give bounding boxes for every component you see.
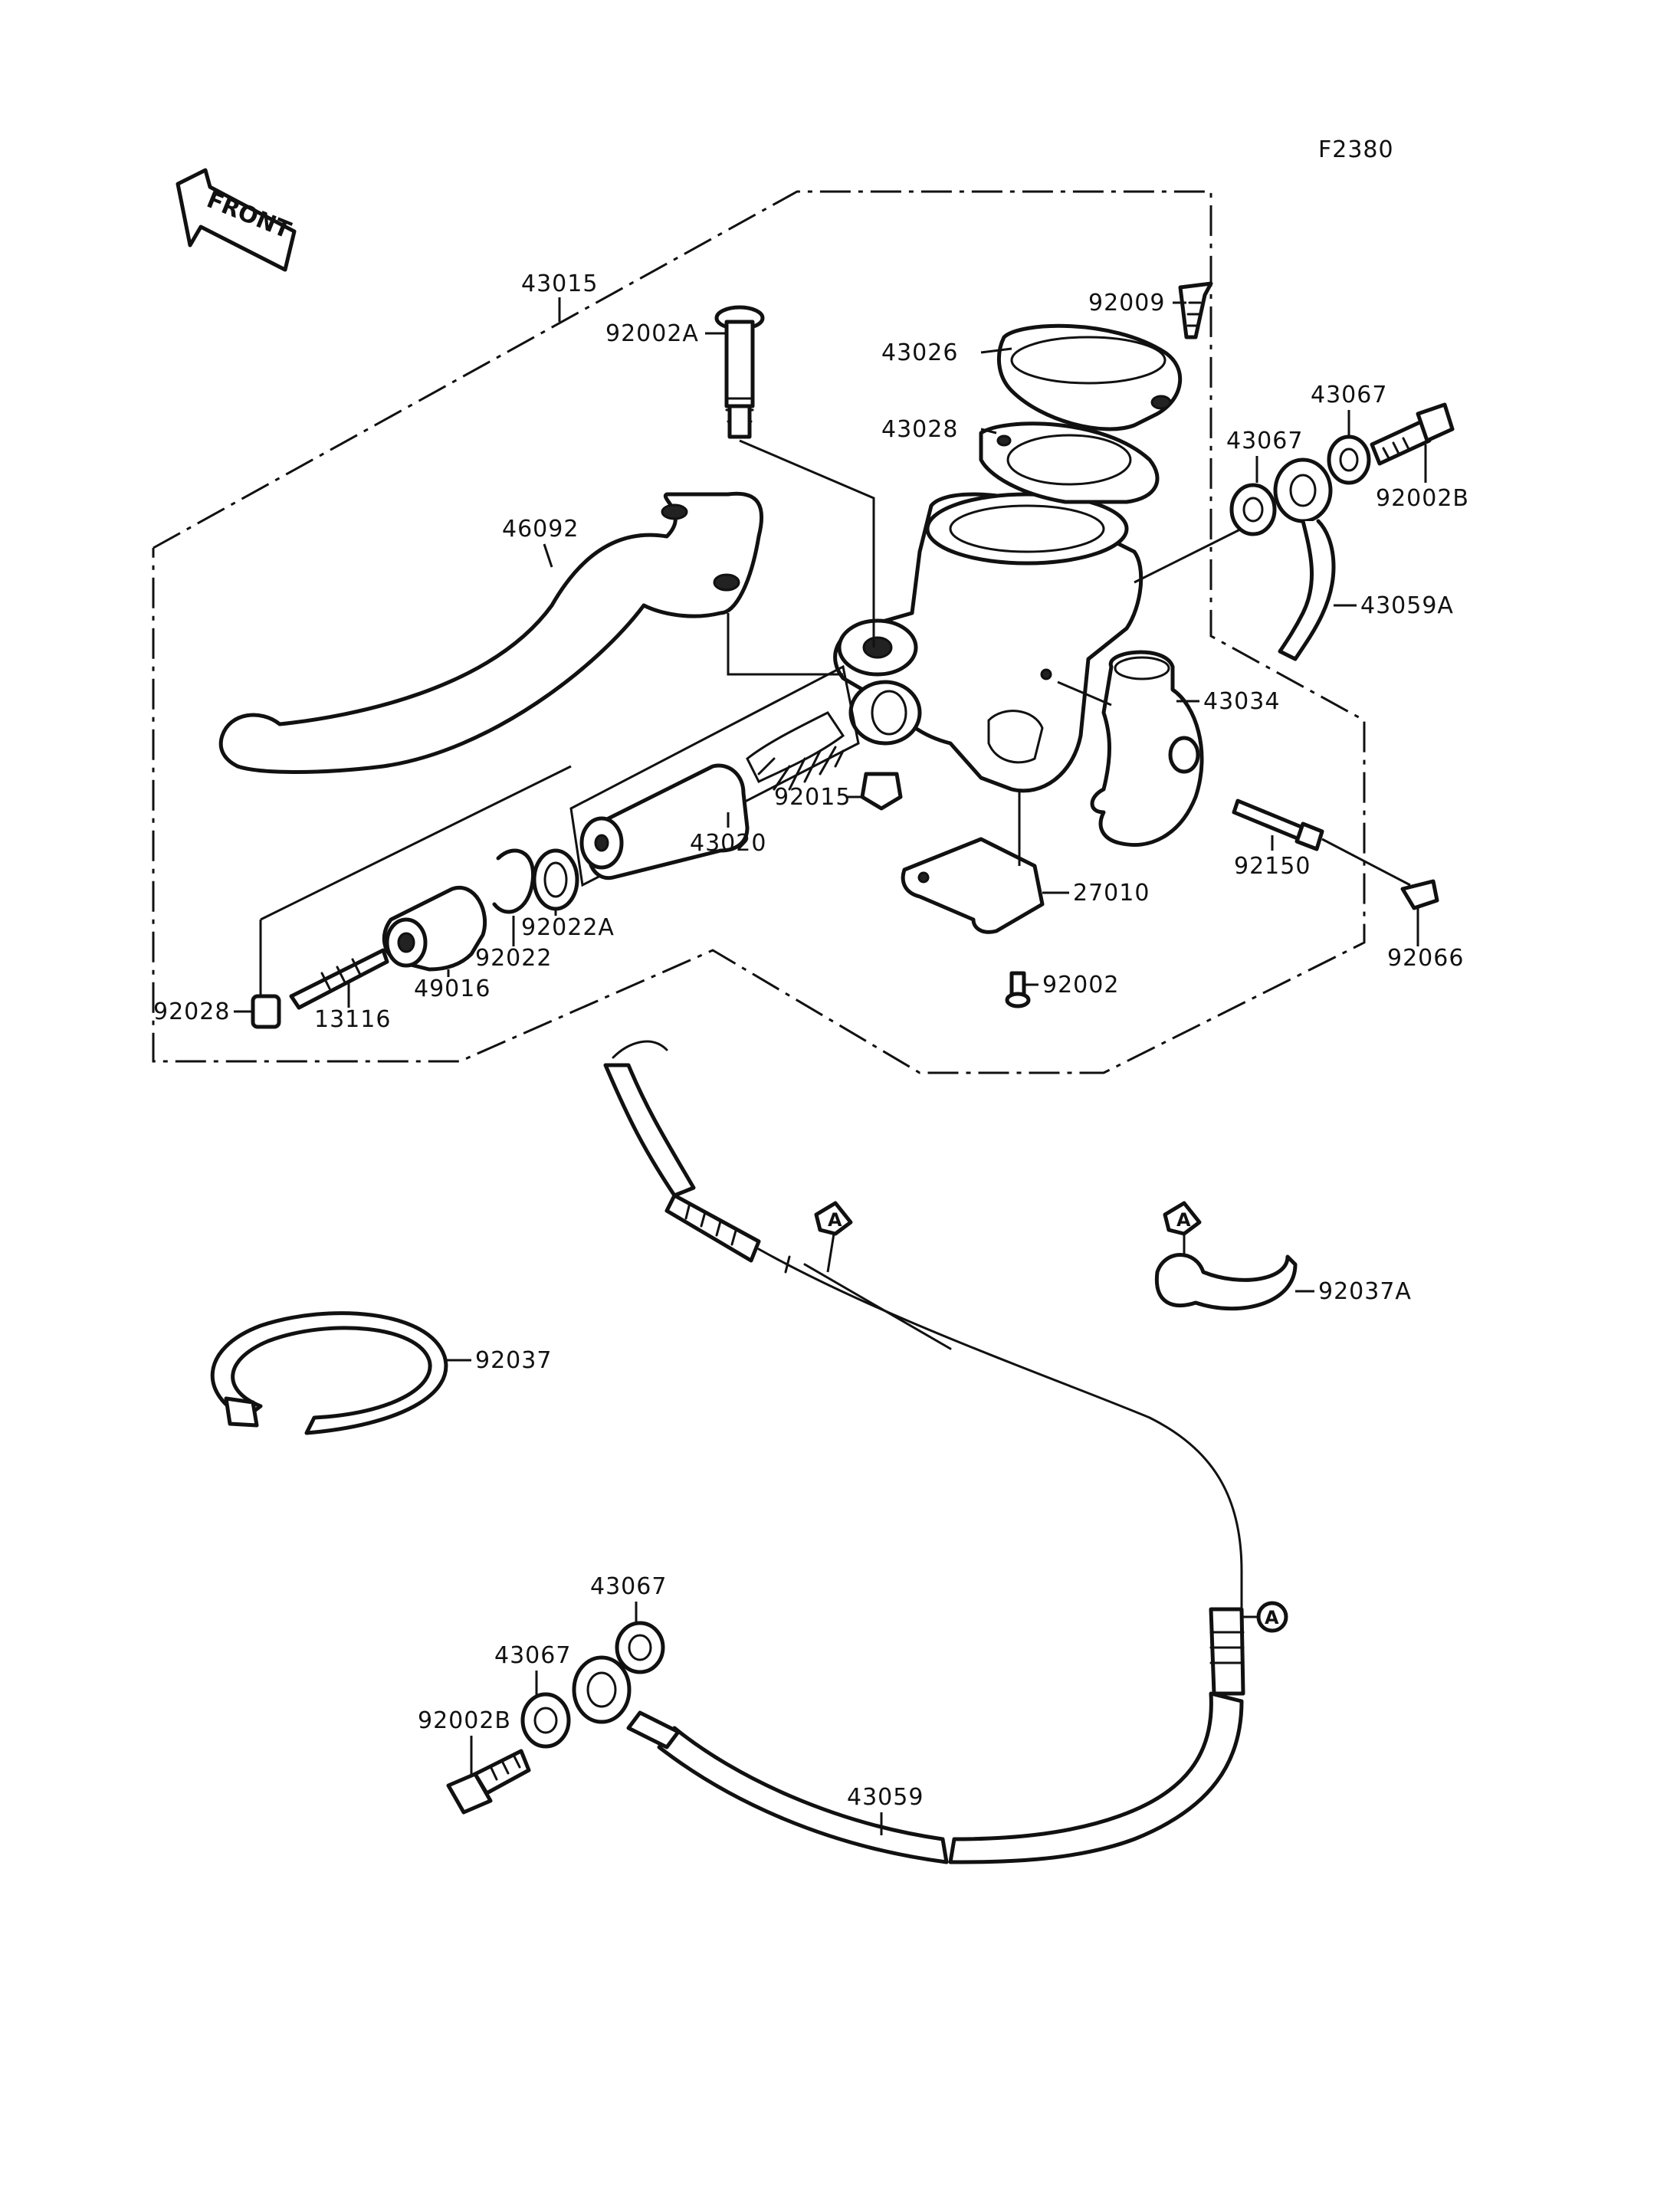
- label-43059A: 43059A: [1360, 592, 1454, 619]
- diaphragm: [979, 421, 1160, 504]
- screw-92002: [1005, 971, 1031, 1008]
- hose-43059A: [1278, 519, 1336, 661]
- label-49016: 49016: [414, 976, 491, 1002]
- washer-43067-lower-bottom: [520, 1692, 571, 1749]
- label-92037: 92037: [475, 1347, 552, 1374]
- cap-92028: [251, 994, 281, 1029]
- washer-43067-top-left: [1229, 483, 1277, 536]
- label-46092: 46092: [502, 516, 579, 543]
- svg-text:A: A: [1265, 1607, 1279, 1628]
- piston-assembly: [569, 664, 860, 887]
- master-cylinder-body: [833, 492, 1144, 793]
- reservoir-cap: [996, 323, 1183, 431]
- label-92022A: 92022A: [521, 914, 615, 941]
- label-43067-lower-top: 43067: [590, 1573, 667, 1600]
- bolt-92150: [1232, 798, 1324, 851]
- label-92009: 92009: [1088, 290, 1165, 316]
- hose-clamp-92037A: [1154, 1253, 1298, 1311]
- dust-boot: [382, 885, 487, 972]
- cap-92066: [1400, 879, 1439, 910]
- marker-a-hose: A: [1243, 1601, 1288, 1633]
- label-92002B-lower: 92002B: [418, 1707, 511, 1734]
- clutch-switch: [901, 837, 1045, 934]
- label-92150: 92150: [1234, 853, 1311, 880]
- svg-text:A: A: [1176, 1209, 1191, 1231]
- label-92002A: 92002A: [605, 320, 699, 347]
- label-43059: 43059: [847, 1784, 924, 1811]
- label-43015: 43015: [521, 271, 598, 297]
- label-43026: 43026: [881, 339, 958, 366]
- front-arrow-icon: FRONT: [176, 168, 297, 272]
- label-92066: 92066: [1387, 945, 1464, 972]
- banjo-bolt-92002B-lower: [446, 1749, 531, 1815]
- label-13116: 13116: [314, 1006, 391, 1033]
- band-92037: [210, 1311, 448, 1435]
- push-rod: [289, 948, 389, 1010]
- label-43067-top-right: 43067: [1311, 382, 1387, 408]
- banjo-bolt-92002B-top: [1370, 402, 1455, 466]
- banjo-fitting-lower: [572, 1655, 632, 1724]
- assembly-boundary: [152, 190, 1366, 1074]
- svg-text:A: A: [828, 1209, 842, 1231]
- pivot-bolt-92002A: [714, 305, 765, 439]
- label-27010: 27010: [1073, 880, 1150, 907]
- marker-a-cable: A: [814, 1201, 853, 1273]
- bleeder-92015: [860, 772, 903, 811]
- banjo-fitting-top: [1273, 457, 1333, 523]
- label-92037A: 92037A: [1318, 1278, 1412, 1305]
- label-92002: 92002: [1042, 972, 1119, 998]
- hose-43059: [603, 1040, 1245, 1864]
- label-92028: 92028: [153, 998, 230, 1025]
- label-43034: 43034: [1203, 688, 1280, 715]
- label-92015: 92015: [774, 784, 851, 811]
- label-43028: 43028: [881, 416, 958, 443]
- label-92002B-top: 92002B: [1376, 485, 1469, 512]
- screw-92009: [1178, 281, 1213, 339]
- washer-43067-top-right: [1327, 434, 1371, 485]
- label-43020: 43020: [690, 830, 766, 857]
- washer-43067-lower-top: [615, 1621, 665, 1674]
- label-92022: 92022: [475, 945, 552, 972]
- clutch-lever: [218, 491, 764, 774]
- figure-code: F2380: [1318, 136, 1394, 163]
- label-43067-lower-bottom: 43067: [494, 1642, 571, 1669]
- circlip-92022A: [532, 848, 579, 911]
- handlebar-clamp: [1090, 650, 1204, 847]
- marker-a-clamp: A: [1163, 1201, 1202, 1257]
- circlip-92022: [492, 848, 536, 914]
- label-43067-top-left: 43067: [1226, 428, 1303, 454]
